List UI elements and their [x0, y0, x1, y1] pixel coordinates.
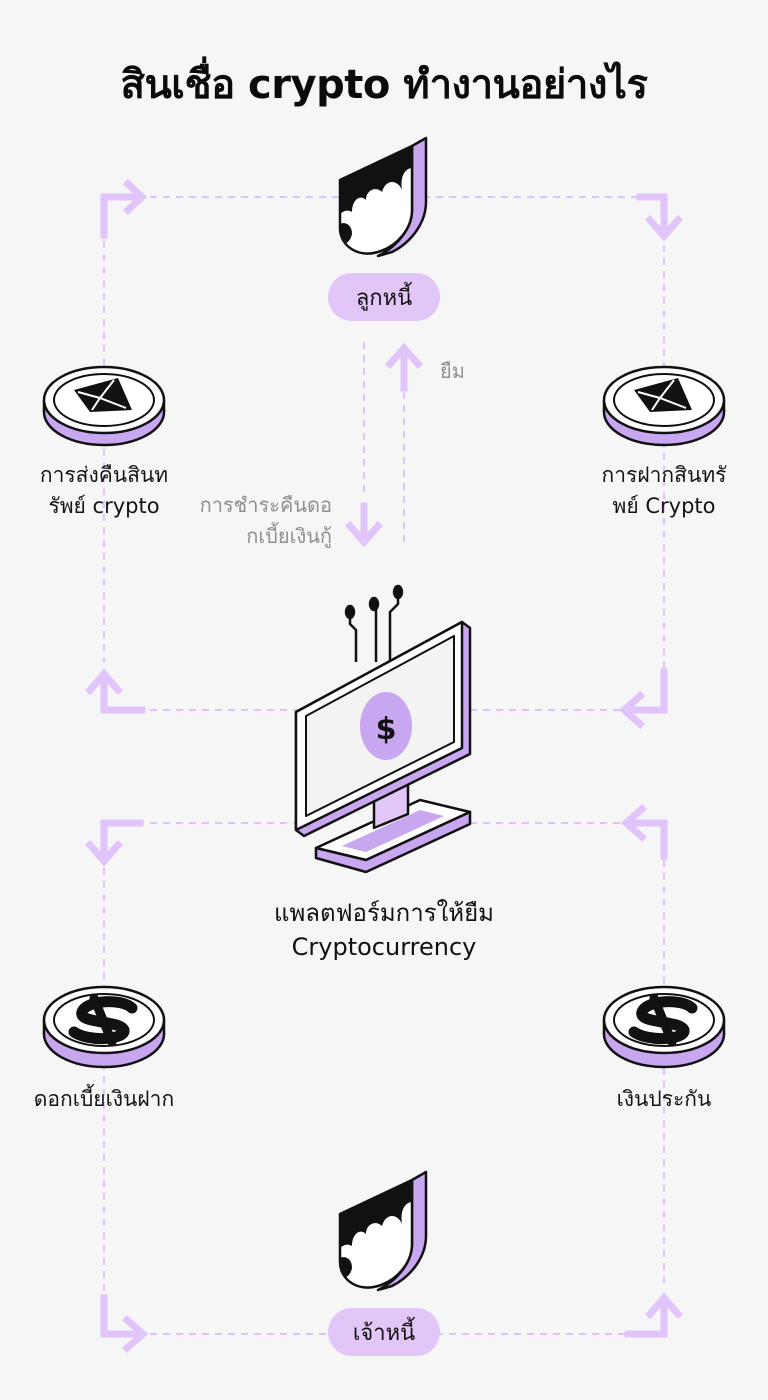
page-title: สินเชื่อ crypto ทำงานอย่างไร: [120, 62, 648, 108]
lender-label: เจ้าหนี้: [352, 1320, 416, 1346]
borrow-flow-label: ยืม: [440, 359, 465, 383]
platform-label-line2: Cryptocurrency: [291, 933, 477, 961]
arrow-top-left-icon: [100, 179, 148, 239]
arrow-bottom-left-icon: [100, 1294, 149, 1353]
arrow-bottom-right-icon: [624, 1292, 683, 1338]
crypto-deposit-line2: พย์ Crypto: [612, 494, 716, 518]
ethereum-coin-right-icon: [602, 365, 726, 447]
borrower-pill: ลูกหนี้: [328, 273, 440, 321]
ethereum-coin-left-icon: [42, 365, 166, 447]
crypto-deposit-label: การฝากสินทรั พย์ Crypto: [584, 460, 744, 522]
crypto-return-line2: รัพย์ crypto: [48, 494, 160, 518]
borrower-avatar-icon: [338, 136, 428, 258]
crypto-return-line1: การส่งคืนสินท: [39, 463, 169, 487]
repay-flow-line1: การชำระคืนดอ: [199, 493, 332, 517]
platform-label-line1: แพลตฟอร์มการให้ยืม: [273, 899, 495, 927]
deposit-interest-label: ดอกเบี้ยเงินฝาก: [33, 1087, 175, 1111]
svg-text:$: $: [376, 712, 397, 747]
arrow-up-borrow-icon: [385, 342, 423, 392]
crypto-return-label: การส่งคืนสินท รัพย์ crypto: [24, 460, 184, 522]
crypto-deposit-line1: การฝากสินทรั: [601, 463, 727, 487]
platform-monitor-icon: $: [294, 584, 472, 874]
arrow-mid-right-icon: [618, 668, 668, 729]
flow-arrows: [85, 179, 683, 1353]
dollar-coin-right-icon: [602, 985, 726, 1069]
lender-avatar-icon: [338, 1170, 428, 1292]
borrower-label: ลูกหนี้: [355, 285, 413, 311]
arrow-lower-right-icon: [620, 804, 668, 860]
platform-label: แพลตฟอร์มการให้ยืม Cryptocurrency: [184, 896, 584, 964]
arrow-mid-left-icon: [85, 668, 146, 714]
arrow-top-right-icon: [636, 193, 683, 242]
collateral-label: เงินประกัน: [616, 1087, 712, 1111]
repay-flow-line2: กเบี้ยเงินกู้: [246, 524, 332, 548]
repay-flow-label: การชำระคืนดอ กเบี้ยเงินกู้: [160, 490, 332, 552]
arrow-lower-left-icon: [85, 819, 144, 867]
lender-pill: เจ้าหนี้: [328, 1308, 440, 1356]
arrow-down-repay-icon: [345, 502, 383, 548]
dollar-coin-left-icon: [42, 985, 166, 1069]
